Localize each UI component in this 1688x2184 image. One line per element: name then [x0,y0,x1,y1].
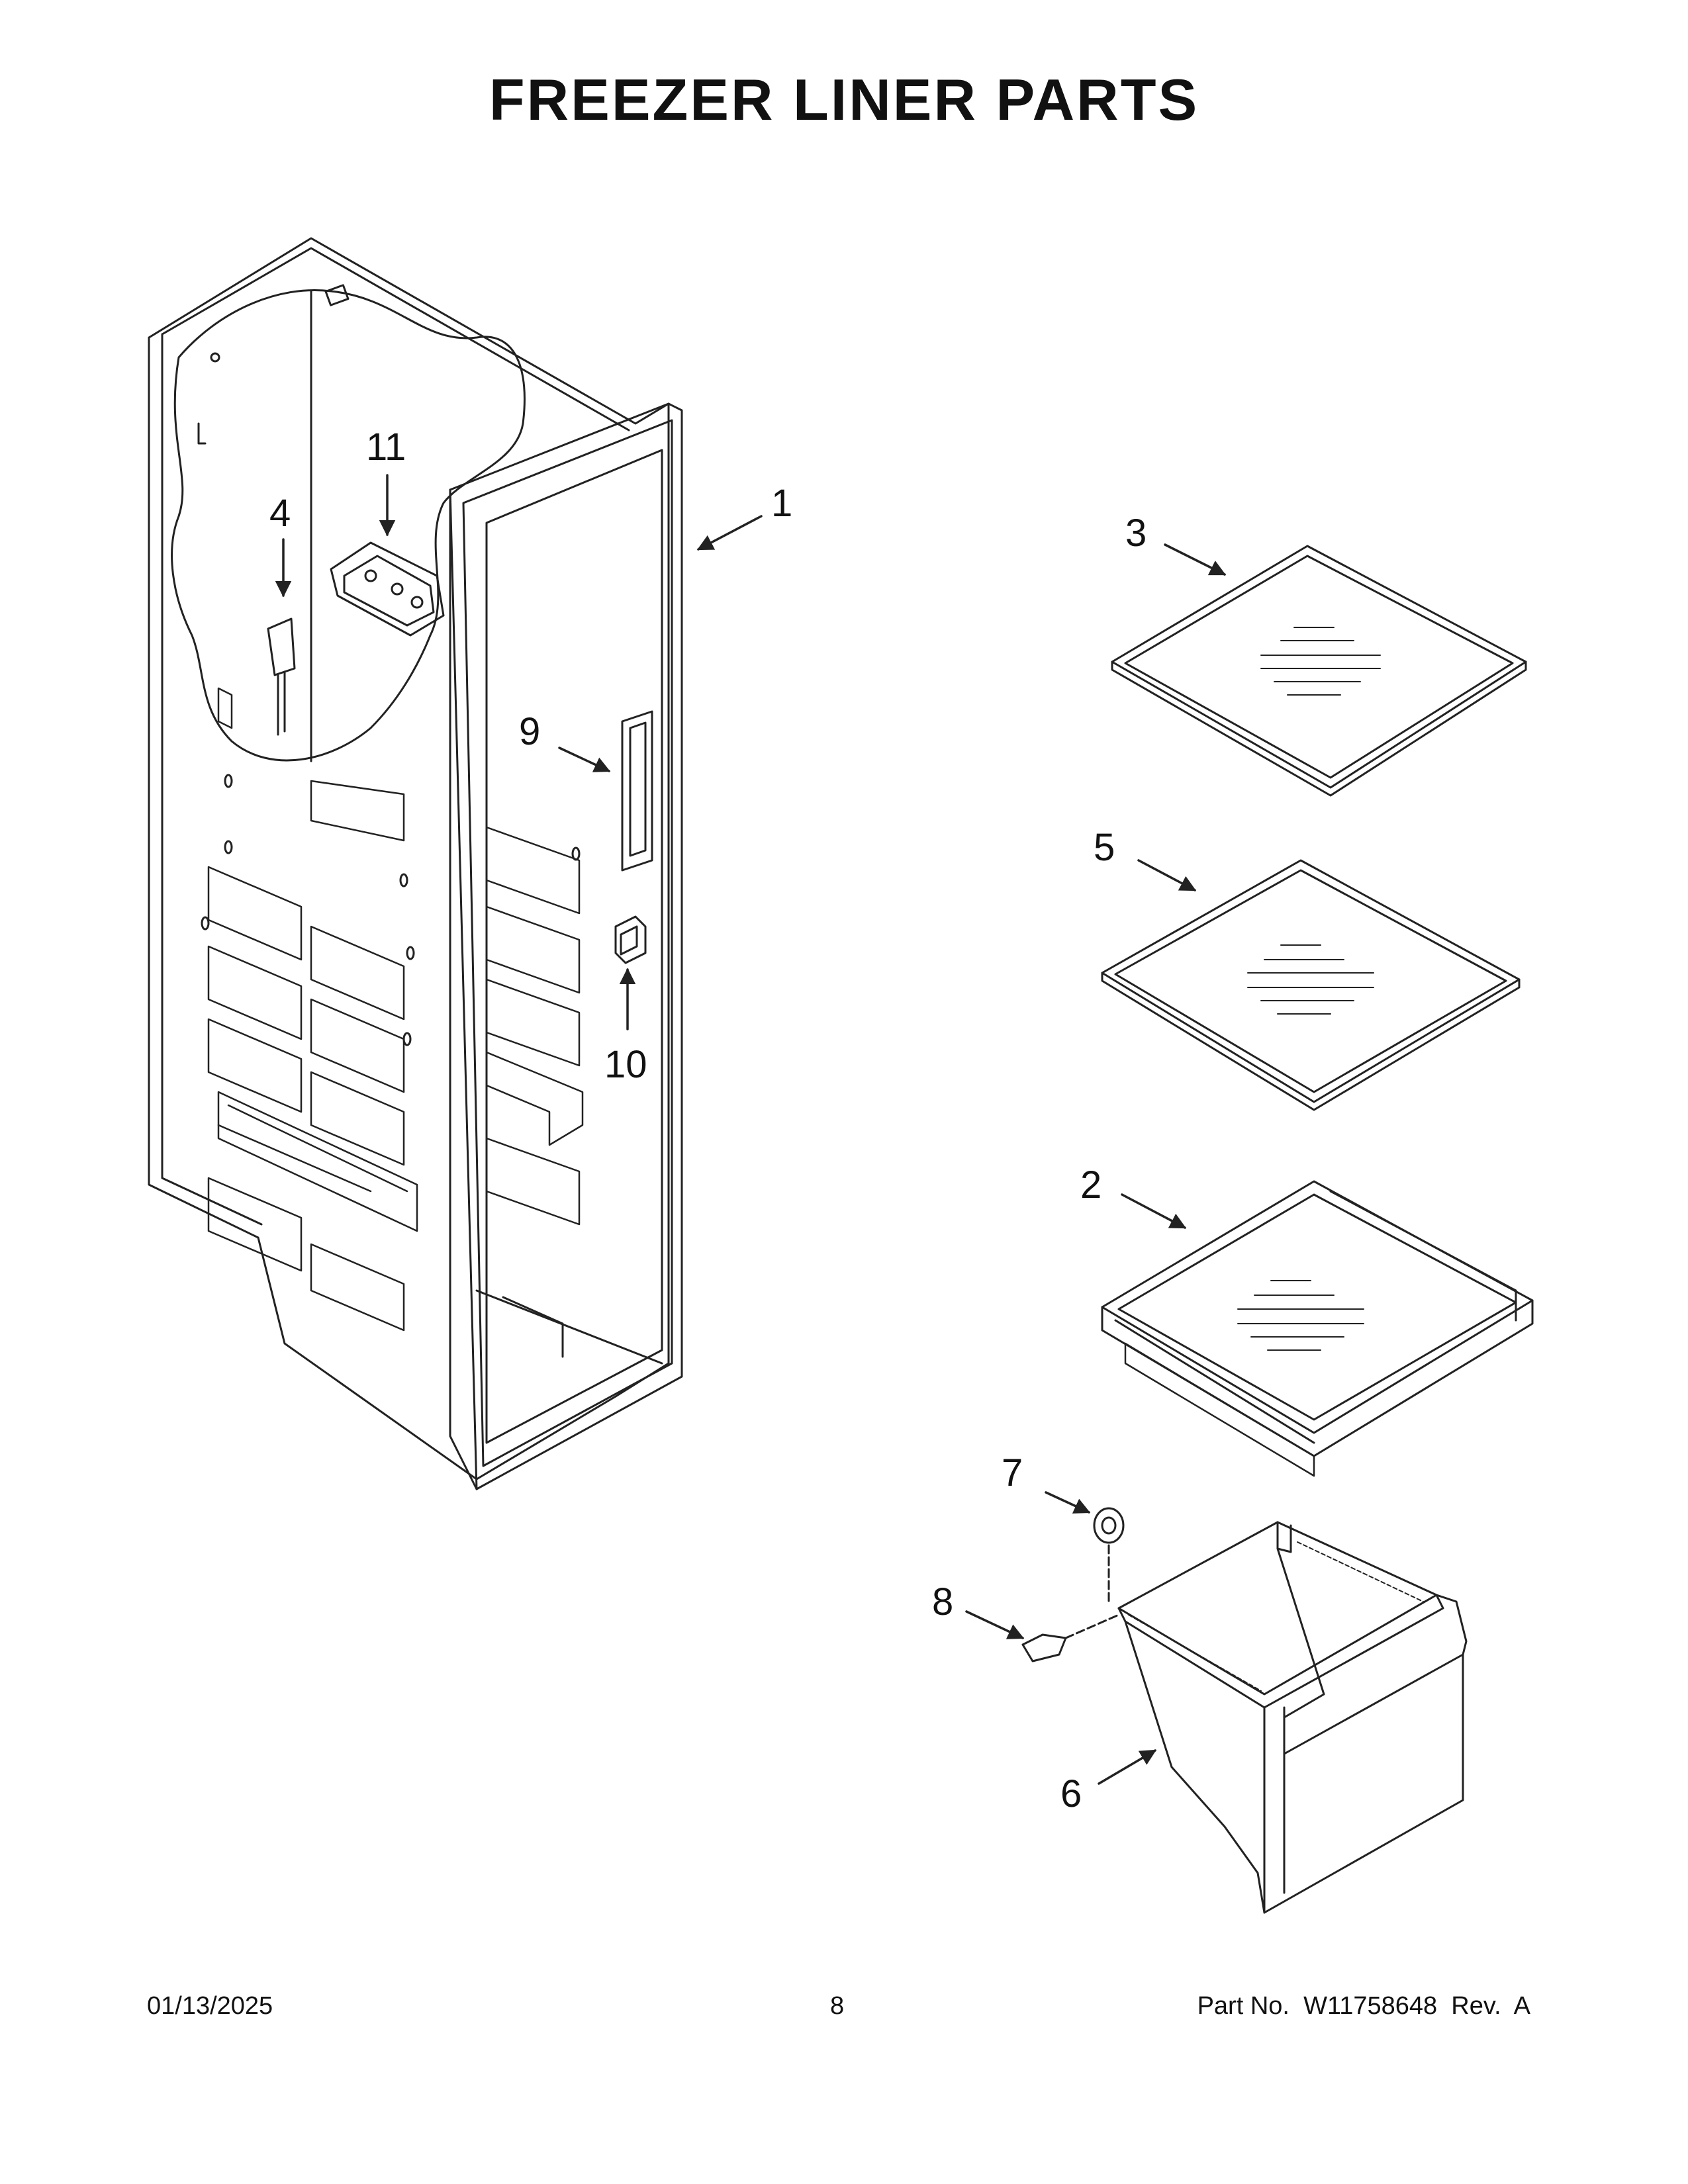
callout-2: 2 [1080,1163,1102,1206]
callout-7: 7 [1002,1451,1023,1494]
callout-5: 5 [1094,826,1115,869]
part-6-bin [1117,1521,1468,1914]
footer-part-number: Part No. W11758648 Rev. A [1197,1992,1530,2020]
freezer-liner [148,237,683,1490]
callout-9: 9 [519,710,540,753]
callout-4: 4 [269,492,291,535]
callout-1: 1 [771,482,792,525]
part-4-thermistor [267,617,296,736]
callout-10: 10 [604,1043,647,1086]
callout-6: 6 [1060,1772,1082,1815]
page-title: FREEZER LINER PARTS [489,67,1199,132]
part-10-switch [614,915,647,964]
part-3-glass-shelf [1111,545,1527,797]
part-5-glass-shelf [1101,859,1521,1111]
part-9-lens [621,710,653,872]
callout-11: 11 [366,426,406,469]
part-7-roller [1093,1507,1125,1603]
footer-date: 01/13/2025 [147,1992,273,2020]
callout-labels: 1 2 3 4 5 6 7 8 9 10 11 [269,426,1147,1815]
part-2-framed-shelf [1101,1180,1534,1477]
part-8-pin [1021,1614,1120,1662]
footer-page-number: 8 [830,1992,845,2020]
callout-arrows [275,474,1227,1785]
callout-3: 3 [1125,512,1147,555]
part-11-light-housing [330,541,445,637]
callout-8: 8 [932,1580,953,1623]
